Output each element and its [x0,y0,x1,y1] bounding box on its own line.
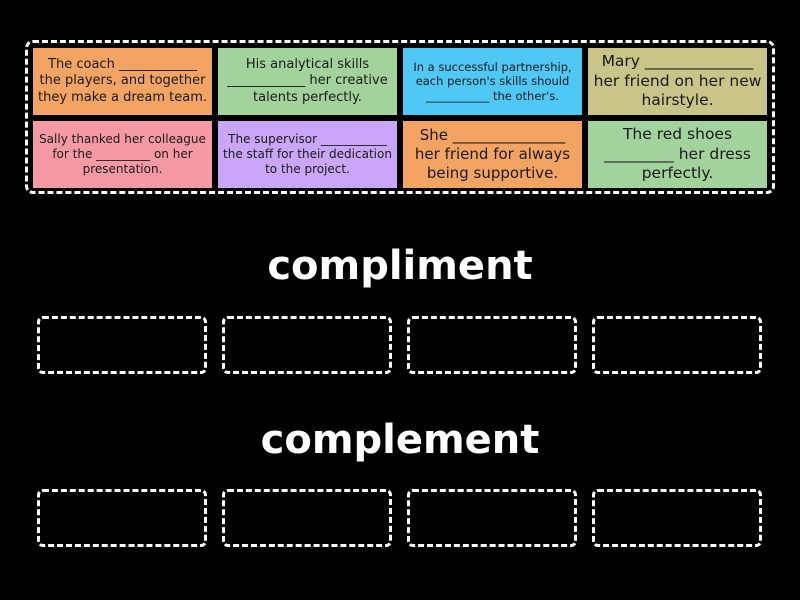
card-tray [25,40,775,194]
drop-slot[interactable] [37,316,207,374]
card-4[interactable]: Mary ______________ her friend on her ne… [588,48,767,115]
card-text: His analytical skills ____________ her c… [227,57,388,105]
card-text: Sally thanked her colleague for the ____… [39,132,206,176]
card-8[interactable]: The red shoes _________ her dress perfec… [588,121,767,188]
card-7[interactable]: She _______________ her friend for alway… [403,121,582,188]
drop-slot[interactable] [222,489,392,547]
card-text: The coach ____________ the players, and … [37,57,207,105]
drop-slot[interactable] [407,316,577,374]
card-text: She _______________ her friend for alway… [414,126,571,182]
card-text: The red shoes _________ her dress perfec… [604,125,751,183]
card-3[interactable]: In a successful partnership, each person… [403,48,582,115]
card-6[interactable]: The supervisor ___________ the staff for… [218,121,397,188]
drop-slot[interactable] [592,316,762,374]
card-text: Mary ______________ her friend on her ne… [593,52,762,110]
card-2[interactable]: His analytical skills ____________ her c… [218,48,397,115]
group-heading-compliment: compliment [267,243,533,289]
drop-slot[interactable] [592,489,762,547]
drop-slot[interactable] [222,316,392,374]
group-heading-complement: complement [260,417,540,463]
drop-slot[interactable] [37,489,207,547]
card-1[interactable]: The coach ____________ the players, and … [33,48,212,115]
card-5[interactable]: Sally thanked her colleague for the ____… [33,121,212,188]
card-text: In a successful partnership, each person… [413,59,572,103]
drop-slot[interactable] [407,489,577,547]
card-text: The supervisor ___________ the staff for… [223,132,392,176]
